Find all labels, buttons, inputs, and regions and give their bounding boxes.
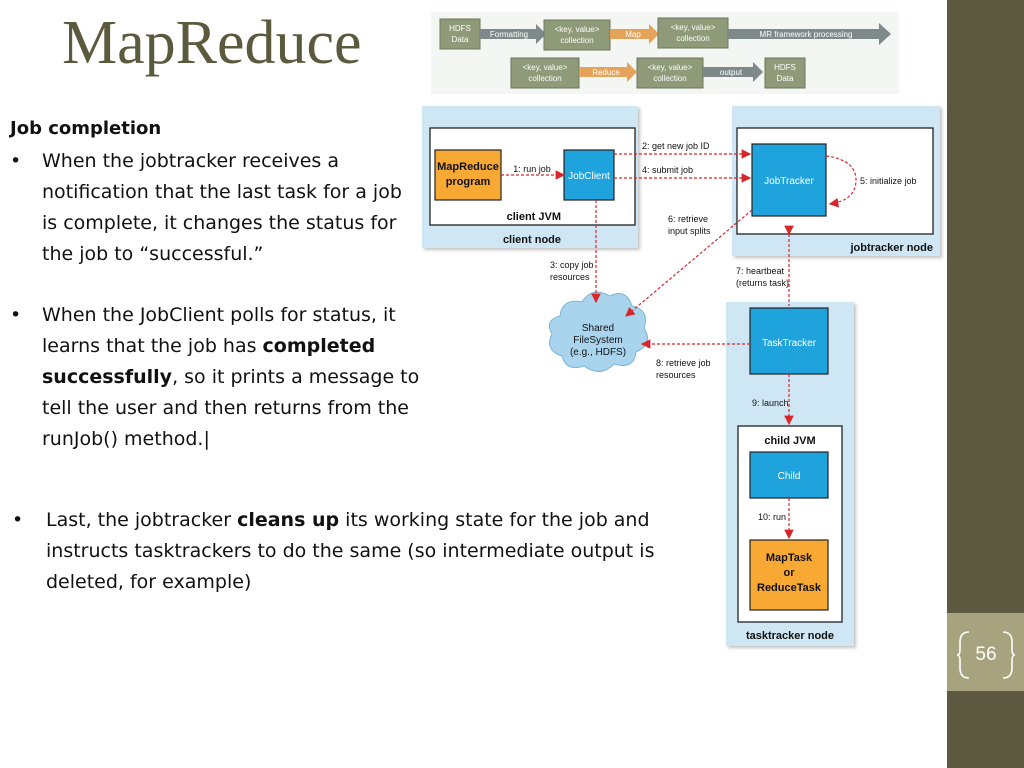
retrieve-splits-arrow xyxy=(625,209,753,317)
step-6-label: 6: retrieve xyxy=(668,214,708,224)
bullet-item-3: • Last, the jobtracker cleans up its wor… xyxy=(12,505,726,598)
tasktracker-label: TaskTracker xyxy=(762,338,817,349)
bullet-2-text-end: , so it prints a message to tell the use… xyxy=(42,366,420,450)
bullet-3-text: Last, the jobtracker xyxy=(46,509,238,531)
flow-diagram-svg: HDFS Data Formatting <key, value> collec… xyxy=(439,17,891,89)
flow-hdfs-output-label-2: Data xyxy=(777,74,794,83)
flow-reduce-arrow xyxy=(579,62,637,82)
slide-number: 56 xyxy=(975,644,997,665)
bullet-2-bold: completed successfully xyxy=(42,335,376,388)
step-6-label-2: input splits xyxy=(668,226,711,236)
flow-map-arrow xyxy=(610,24,659,44)
initialize-job-arrow xyxy=(825,155,857,208)
shared-fs-label-2: FileSystem xyxy=(573,335,622,346)
section-heading: Job completion xyxy=(10,118,162,139)
shared-fs-label-1: Shared xyxy=(582,323,614,334)
flow-kv3-label-2: collection xyxy=(528,74,561,83)
step-1-label: 1: run job xyxy=(513,164,551,174)
bullet-item-1: • When the jobtracker receives a notific… xyxy=(10,146,412,270)
client-jvm-label: client JVM xyxy=(507,211,561,223)
step-4-label: 4: submit job xyxy=(642,165,693,175)
flow-kv4-label-2: collection xyxy=(653,74,686,83)
flow-output-label: output xyxy=(720,68,743,77)
flow-kv2-label-2: collection xyxy=(676,34,709,43)
flow-hdfs-output xyxy=(764,57,806,89)
step-2-label: 2: get new job ID xyxy=(642,141,710,151)
mapreduce-program-label-2: program xyxy=(446,176,491,188)
flow-reduce-label: Reduce xyxy=(592,68,620,77)
flow-kv2-label: <key, value> xyxy=(671,23,716,32)
flow-hdfs-input-label-2: Data xyxy=(452,35,469,44)
job-run-diagram: MapReduce program JobClient client JVM c… xyxy=(420,98,948,660)
step-9-label: 9: launch xyxy=(752,398,789,408)
flow-formatting-label: Formatting xyxy=(490,30,528,39)
bullet-1-text: When the jobtracker receives a notificat… xyxy=(42,150,402,265)
step-10-label: 10: run xyxy=(758,512,786,522)
job-run-diagram-svg: MapReduce program JobClient client JVM c… xyxy=(422,106,940,646)
shared-filesystem-cloud xyxy=(548,291,649,372)
flow-diagram: HDFS Data Formatting <key, value> collec… xyxy=(431,12,899,94)
flow-kv-collection-2 xyxy=(657,17,729,49)
flow-hdfs-output-label: HDFS xyxy=(774,63,796,72)
step-8-label-2: resources xyxy=(656,370,696,380)
maptask-box xyxy=(749,539,829,611)
step-7-label: 7: heartbeat xyxy=(736,266,785,276)
tasktracker-box xyxy=(749,307,829,375)
step-7-label-2: (returns task) xyxy=(736,278,789,288)
step-5-label: 5: initialize job xyxy=(860,176,917,186)
flow-kv-collection-3 xyxy=(510,57,580,89)
flow-hdfs-input xyxy=(439,18,481,50)
flow-formatting-arrow xyxy=(480,24,546,44)
jobtracker-label: JobTracker xyxy=(764,176,814,187)
flow-kv1-label: <key, value> xyxy=(555,25,600,34)
flow-kv1-label-2: collection xyxy=(560,36,593,45)
flow-kv-collection-4 xyxy=(636,57,704,89)
flow-hdfs-input-label: HDFS xyxy=(449,24,471,33)
mapreduce-program-label: MapReduce xyxy=(437,161,499,173)
flow-map-label: Map xyxy=(625,30,641,39)
bullet-dot: • xyxy=(12,509,24,531)
shared-fs-label-3: (e.g., HDFS) xyxy=(570,347,626,358)
bullet-3-text-end: its working state for the job and instru… xyxy=(46,509,655,593)
flow-output-arrow xyxy=(703,62,763,82)
step-8-label: 8: retrieve job xyxy=(656,358,711,368)
maptask-label-2: or xyxy=(784,567,796,579)
flow-mr-processing-label: MR framework processing xyxy=(760,30,853,39)
jobtracker-node-label: jobtracker node xyxy=(849,242,933,254)
child-jvm-label: child JVM xyxy=(764,435,815,447)
tasktracker-node-label: tasktracker node xyxy=(746,630,834,642)
maptask-label-1: MapTask xyxy=(766,552,813,564)
client-node-label: client node xyxy=(503,234,561,246)
flow-kv4-label: <key, value> xyxy=(648,63,693,72)
slide-number-brackets xyxy=(957,631,1015,679)
jobclient-label: JobClient xyxy=(568,171,610,182)
bullet-dot: • xyxy=(10,150,22,172)
child-label: Child xyxy=(778,471,801,482)
jobtracker-box xyxy=(751,143,827,217)
flow-mr-processing-arrow xyxy=(728,23,891,45)
mapreduce-program-box xyxy=(434,149,502,201)
child-box xyxy=(749,451,829,499)
step-3-label: 3: copy job xyxy=(550,260,594,270)
flow-kv-collection-1 xyxy=(543,19,611,51)
flow-kv3-label: <key, value> xyxy=(523,63,568,72)
bullet-2-text: When the JobClient polls for status, it … xyxy=(42,304,396,357)
bullet-dot: • xyxy=(10,304,22,326)
step-3-label-2: resources xyxy=(550,272,590,282)
bullet-3-bold: cleans up xyxy=(237,509,340,531)
maptask-label-3: ReduceTask xyxy=(757,582,822,594)
slide-number-badge: 56 xyxy=(957,630,1015,680)
slide-title: MapReduce xyxy=(62,9,362,77)
bullet-item-2: • When the JobClient polls for status, i… xyxy=(10,300,422,455)
